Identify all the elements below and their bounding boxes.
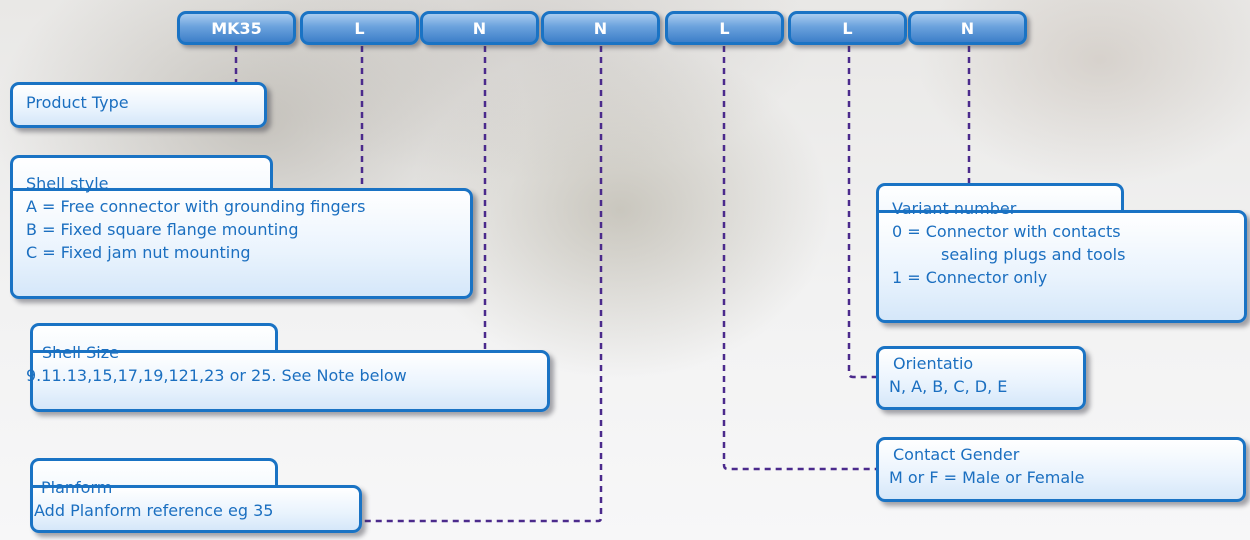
orientation-text: N, A, B, C, D, E: [889, 377, 1008, 396]
connector-line-contact-gender: [722, 46, 876, 471]
code-segment-shell-style: L: [300, 11, 419, 45]
contact-gender-title: Contact Gender: [893, 445, 1020, 464]
variant-number-line-3: 1 = Connector only: [892, 268, 1048, 287]
shell-style-option-a: A = Free connector with grounding finger…: [26, 197, 366, 216]
shell-style-title: Shell style: [26, 174, 109, 193]
contact-gender-box: Contact Gender M or F = Male or Female: [876, 437, 1246, 502]
code-segment-shell-size: N: [420, 11, 539, 45]
shell-style-box: Shell style A = Free connector with grou…: [10, 174, 473, 299]
variant-number-line-1: 0 = Connector with contacts: [892, 222, 1121, 241]
shell-size-title: Shell Size: [42, 343, 119, 362]
code-segment-variant-number: N: [908, 11, 1027, 45]
shell-size-text: 9.11.13,15,17,19,121,23 or 25. See Note …: [26, 366, 407, 385]
code-segment-product-type: MK35: [177, 11, 296, 45]
planform-box: Planform Add Planform reference eg 35: [30, 478, 362, 533]
variant-number-line-2: sealing plugs and tools: [941, 245, 1126, 264]
code-segment-contact-gender: L: [665, 11, 784, 45]
planform-text: Add Planform reference eg 35: [34, 501, 274, 520]
planform-title: Planform: [41, 478, 113, 497]
code-segment-planform: N: [541, 11, 660, 45]
shell-style-option-c: C = Fixed jam nut mounting: [26, 243, 251, 262]
orientation-title: Orientatio: [893, 354, 974, 373]
product-type-title: Product Type: [26, 93, 129, 112]
variant-number-title: Variant number: [892, 199, 1017, 218]
connector-line-planform: [362, 46, 603, 523]
code-segment-orientation: L: [788, 11, 907, 45]
product-type-box: Product Type: [10, 82, 267, 128]
shell-size-tab: [30, 323, 278, 357]
contact-gender-text: M or F = Male or Female: [889, 468, 1085, 487]
orientation-box: Orientatio N, A, B, C, D, E: [876, 346, 1086, 410]
shell-size-box: Shell Size 9.11.13,15,17,19,121,23 or 25…: [26, 343, 550, 412]
shell-style-option-b: B = Fixed square flange mounting: [26, 220, 299, 239]
variant-number-box: Variant number 0 = Connector with contac…: [876, 199, 1247, 323]
connector-line-orientation: [847, 46, 876, 379]
